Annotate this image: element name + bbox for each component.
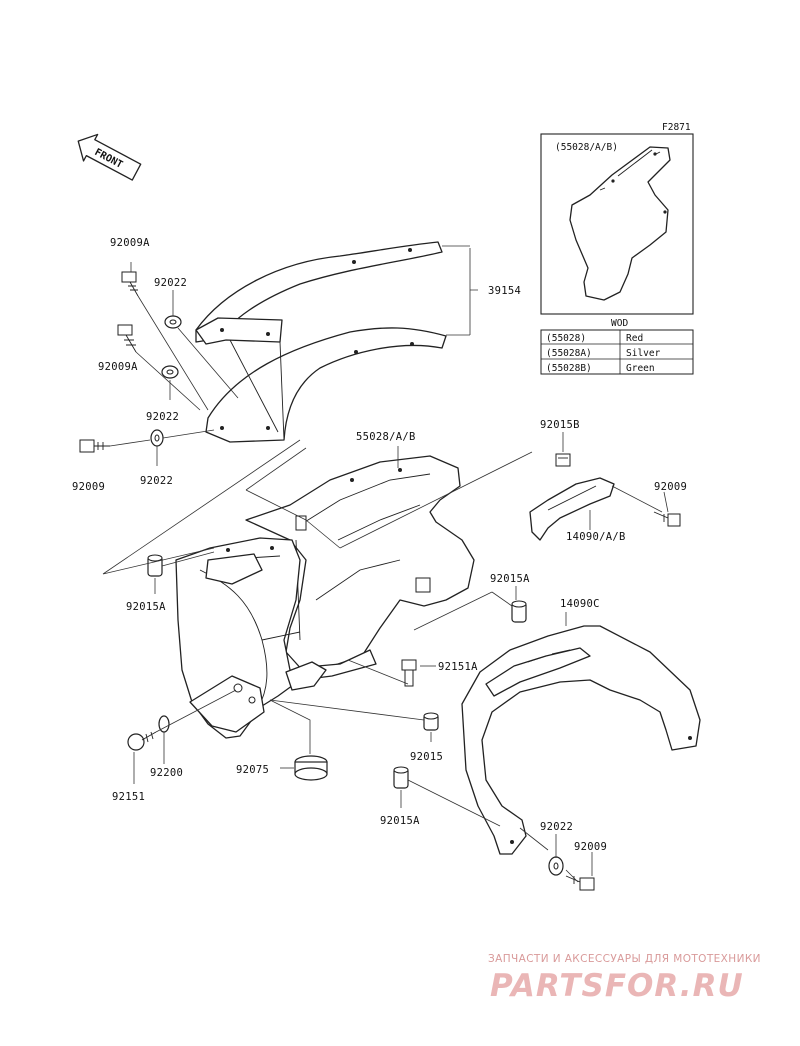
watermark-tagline: ЗАПЧАСТИ И АКСЕССУАРЫ ДЛЯ МОТОТЕХНИКИ bbox=[488, 953, 761, 965]
callout-92015: 92015 bbox=[410, 751, 443, 763]
callout-55028: 55028/A/B bbox=[356, 431, 416, 443]
callout-92009: 92009 bbox=[574, 841, 607, 853]
grommet-icon bbox=[147, 554, 163, 577]
color-table: WOD (55028) Red (55028A) Silver (55028B)… bbox=[540, 318, 694, 375]
color-variant-inset: (55028/A/B) bbox=[540, 133, 694, 315]
callout-92022: 92022 bbox=[146, 411, 179, 423]
bolt-icon bbox=[653, 511, 681, 527]
bolt-icon bbox=[79, 439, 110, 453]
callout-92009: 92009 bbox=[72, 481, 105, 493]
upper-bracket-39154 bbox=[195, 241, 447, 443]
rubber-damper-icon bbox=[294, 755, 328, 781]
color-row-value: Green bbox=[626, 363, 655, 374]
callout-92200: 92200 bbox=[150, 767, 183, 779]
bolt-icon bbox=[127, 731, 157, 751]
callout-92015A: 92015A bbox=[126, 601, 166, 613]
washer-icon bbox=[164, 315, 182, 329]
callout-92015B: 92015B bbox=[540, 419, 580, 431]
watermark-brand: PARTSFOR.RU bbox=[490, 968, 744, 1004]
callout-92022: 92022 bbox=[154, 277, 187, 289]
inner-panel-55028 bbox=[245, 455, 475, 673]
color-row-value: Silver bbox=[626, 348, 661, 359]
bolt-icon bbox=[565, 875, 595, 891]
clip-icon bbox=[555, 453, 571, 467]
leader-lines bbox=[102, 245, 669, 883]
bolt-icon bbox=[121, 271, 139, 297]
callout-92009: 92009 bbox=[654, 481, 687, 493]
callout-92009A: 92009A bbox=[110, 237, 150, 249]
inset-panel-sketch bbox=[569, 146, 671, 301]
front-arrow-icon: FRONT bbox=[77, 133, 142, 181]
callout-39154: 39154 bbox=[488, 285, 521, 297]
color-row-value: Red bbox=[626, 333, 643, 344]
bolt-icon bbox=[401, 659, 417, 687]
color-row-code: (55028) bbox=[546, 333, 586, 344]
washer-icon bbox=[150, 429, 164, 447]
callout-92015A: 92015A bbox=[380, 815, 420, 827]
callout-92022: 92022 bbox=[540, 821, 573, 833]
color-table-header: WOD bbox=[611, 318, 628, 329]
callout-14090AB: 14090/A/B bbox=[566, 531, 626, 543]
grommet-icon bbox=[511, 600, 527, 623]
washer-icon bbox=[161, 365, 179, 379]
washer-icon bbox=[548, 856, 564, 876]
callout-92151A: 92151A bbox=[438, 661, 478, 673]
callout-14090C: 14090C bbox=[560, 598, 600, 610]
bolt-icon bbox=[117, 324, 137, 353]
color-row-code: (55028A) bbox=[546, 348, 592, 359]
callout-92015A: 92015A bbox=[490, 573, 530, 585]
grommet-icon bbox=[393, 766, 409, 789]
diagram-code: F2871 bbox=[662, 122, 691, 133]
inset-title: (55028/A/B) bbox=[555, 142, 618, 153]
callout-92151: 92151 bbox=[112, 791, 145, 803]
inner-cowl-assembly bbox=[175, 537, 377, 739]
callout-92009A: 92009A bbox=[98, 361, 138, 373]
grommet-icon bbox=[423, 712, 439, 731]
callout-labels: 92009A 92022 39154 92009A 92022 92009 92… bbox=[72, 237, 687, 853]
bracket-14090AB bbox=[529, 477, 615, 541]
callout-92022: 92022 bbox=[140, 475, 173, 487]
color-row-code: (55028B) bbox=[546, 363, 592, 374]
watermark: ЗАПЧАСТИ И АКСЕССУАРЫ ДЛЯ МОТОТЕХНИКИ PA… bbox=[488, 953, 761, 1004]
callout-92075: 92075 bbox=[236, 764, 269, 776]
bracket-14090C bbox=[461, 625, 701, 855]
